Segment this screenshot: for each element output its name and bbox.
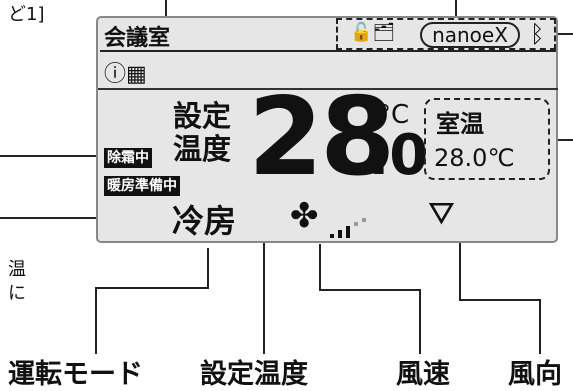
set-temp-decimal: .0 [368, 123, 429, 188]
fan-icon: ✤ [290, 196, 319, 236]
room-title: 会議室 [104, 26, 171, 51]
callout-fan-speed: 風速 [396, 359, 450, 390]
lock-icon: 🔓🗂 [350, 22, 396, 43]
fan-speed-bar [330, 234, 334, 238]
callout-set-temp: 設定温度 [200, 359, 308, 390]
temp-unit: °C [378, 100, 410, 130]
room-temp-value: 28.0℃ [434, 144, 515, 172]
info-icon: ⓘ▦ [104, 62, 147, 87]
fan-speed-bars [330, 218, 366, 238]
room-temp-box [424, 98, 550, 180]
callout-mode: 運転モード [8, 359, 143, 390]
defrost-badge: 除霜中 [104, 148, 152, 168]
room-temp-label: 室温 [436, 110, 484, 138]
bluetooth-icon: ᛒ [530, 20, 545, 48]
mode-value: 冷房 [172, 202, 237, 240]
side-fragments: 温 に [8, 258, 26, 306]
fan-speed-bar [346, 226, 350, 238]
lcd-panel [96, 16, 558, 243]
fan-speed-bar [354, 222, 358, 226]
divider [100, 50, 556, 52]
side-fragment-2: に [8, 283, 26, 304]
callout-direction: 風向 [508, 359, 562, 390]
fan-speed-bar [362, 218, 366, 222]
set-temp-whole: 28 [248, 75, 395, 200]
fan-speed-bar [338, 230, 342, 238]
set-temp-label: 設定温度 [173, 99, 232, 166]
status-icon-group [336, 18, 556, 50]
nanoe-badge: nanoeX [420, 22, 520, 48]
louver-icon: ⛛ [428, 194, 455, 232]
divider [98, 88, 558, 90]
side-fragment-1: 温 [8, 259, 26, 280]
top-left-fragment: ど1] [8, 4, 45, 25]
heat-prep-badge: 暖房準備中 [104, 176, 180, 196]
